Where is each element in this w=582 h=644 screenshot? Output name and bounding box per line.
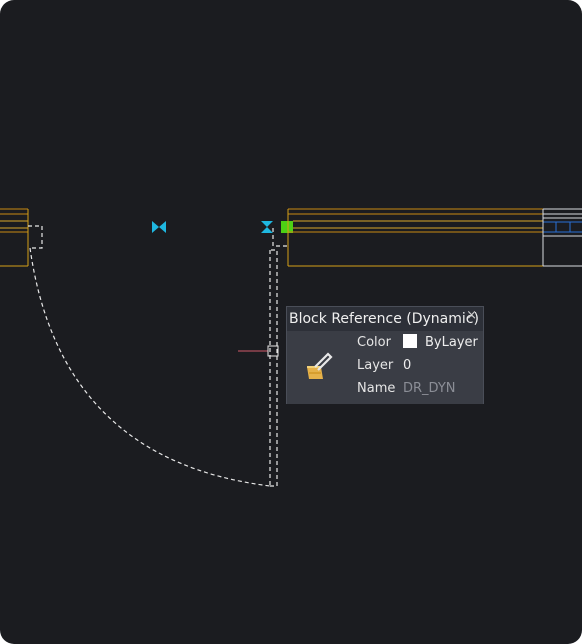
left-wall[interactable] [0,208,29,267]
tooltip-row-layer: Layer 0 [357,357,411,375]
tooltip-title: Block Reference (Dynamic) [289,311,479,327]
tooltip-row-name: Name DR_DYN [357,380,456,398]
layer-value: 0 [403,358,412,373]
color-swatch [403,334,417,348]
layer-label: Layer [357,358,394,373]
tooltip-body: Color ByLayer Layer 0 Name DR_DYN [287,331,483,404]
name-label: Name [357,381,396,396]
paintbrush-icon [307,352,333,379]
flip-grip-left-icon[interactable] [152,221,166,233]
flip-grip-right-icon[interactable] [261,221,273,233]
door-block[interactable] [28,225,287,487]
color-label: Color [357,335,391,350]
crosshair-cursor [238,345,279,357]
quick-properties-tooltip: Block Reference (Dynamic) × Color ByLaye… [286,306,484,404]
name-value: DR_DYN [403,381,456,396]
color-value-text: ByLayer [425,335,478,350]
color-value: ByLayer [403,334,478,352]
insertion-grip-icon[interactable] [281,221,293,233]
tooltip-row-color: Color ByLayer [357,334,478,352]
window-block[interactable] [542,208,582,267]
tooltip-close-icon[interactable]: × [466,308,477,323]
right-wall[interactable] [287,208,543,267]
